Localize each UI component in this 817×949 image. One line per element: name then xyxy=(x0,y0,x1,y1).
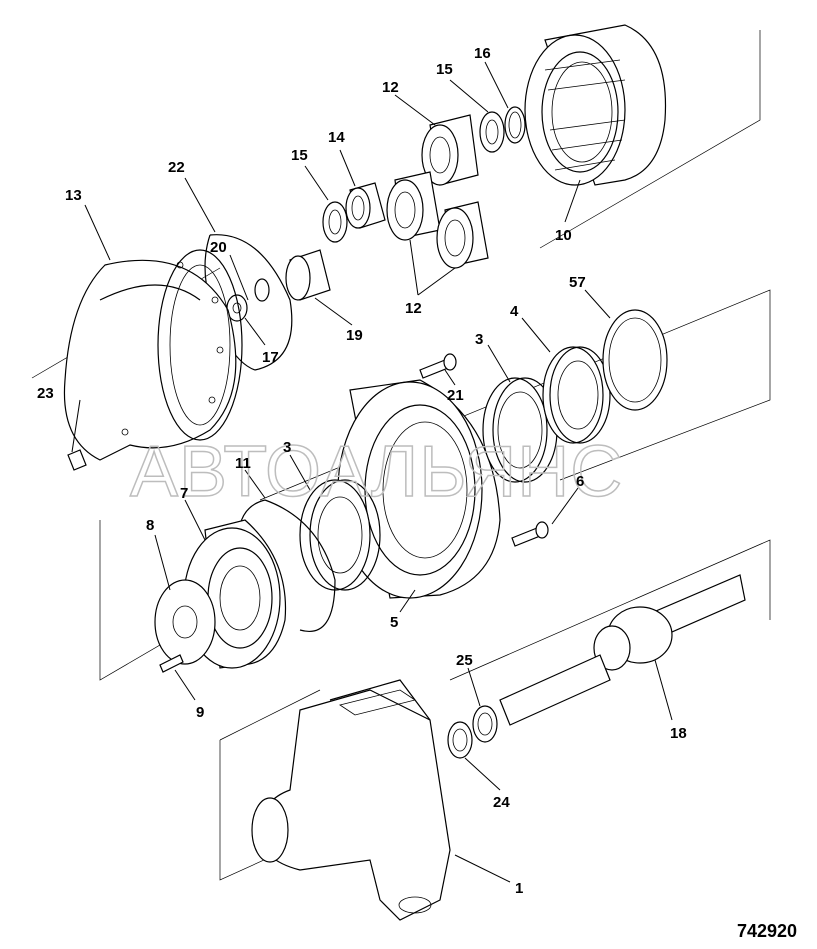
callout-12: 12 xyxy=(382,79,399,96)
callout-16: 16 xyxy=(474,45,491,62)
callout-10: 10 xyxy=(555,227,572,244)
callout-57: 57 xyxy=(569,274,586,291)
callout-17: 17 xyxy=(262,349,279,366)
callout-11: 11 xyxy=(235,455,251,472)
planet-gear-part-12-middle xyxy=(386,171,441,241)
watermark-text: АВТОАЛЬЯНС xyxy=(130,432,623,512)
thrust-washer-part-15-lower xyxy=(322,201,348,243)
callout-7: 7 xyxy=(180,485,188,502)
callout-9: 9 xyxy=(196,704,204,721)
callout-19: 19 xyxy=(346,327,363,344)
callout-labels: 1 3 3 4 5 6 7 8 9 10 11 12 12 13 14 15 1… xyxy=(37,45,687,897)
callout-3: 3 xyxy=(475,331,483,348)
callout-20: 20 xyxy=(210,239,227,256)
planet-gear-part-12-upper xyxy=(421,114,479,186)
callout-25: 25 xyxy=(456,652,473,669)
callout-12: 12 xyxy=(405,300,422,317)
plug-part-23 xyxy=(67,449,87,471)
callout-18: 18 xyxy=(670,725,687,742)
callout-13: 13 xyxy=(65,187,82,204)
hub-flange-part-5 xyxy=(337,379,501,599)
hub-cover-part-13 xyxy=(63,249,243,461)
bolt-part-9 xyxy=(159,654,184,673)
callout-21: 21 xyxy=(447,387,464,404)
callout-8: 8 xyxy=(146,517,154,534)
callout-15: 15 xyxy=(436,61,453,78)
bearing-part-24 xyxy=(447,721,473,759)
callout-3: 3 xyxy=(283,439,291,456)
circlip-part-20 xyxy=(254,278,270,302)
callout-23: 23 xyxy=(37,385,54,402)
seal-part-25 xyxy=(472,705,498,743)
steering-knuckle-part-1 xyxy=(251,679,451,921)
callout-5: 5 xyxy=(390,614,398,631)
retaining-plate-part-8 xyxy=(154,579,216,665)
sun-gear-part-19 xyxy=(285,249,331,301)
circlip-part-16 xyxy=(504,106,526,144)
planet-gear-part-12-lower xyxy=(436,201,489,269)
callout-6: 6 xyxy=(576,473,584,490)
callout-15: 15 xyxy=(291,147,308,164)
washer-part-17 xyxy=(226,294,248,322)
seal-part-57 xyxy=(602,309,668,411)
oil-seal-part-4 xyxy=(542,346,611,444)
drive-shaft-part-18 xyxy=(499,574,746,726)
callout-22: 22 xyxy=(168,159,185,176)
needle-bearing-part-14 xyxy=(345,182,386,229)
ring-gear-part-10 xyxy=(524,24,667,186)
bolt-part-6 xyxy=(511,521,549,547)
callout-14: 14 xyxy=(328,129,345,146)
leader-lines xyxy=(71,61,673,883)
thrust-washer-part-15-upper xyxy=(479,111,505,153)
callout-1: 1 xyxy=(515,880,523,897)
bolt-part-21 xyxy=(419,353,457,379)
plate-number: 742920 xyxy=(737,921,797,941)
callout-24: 24 xyxy=(493,794,510,811)
callout-4: 4 xyxy=(510,303,519,320)
